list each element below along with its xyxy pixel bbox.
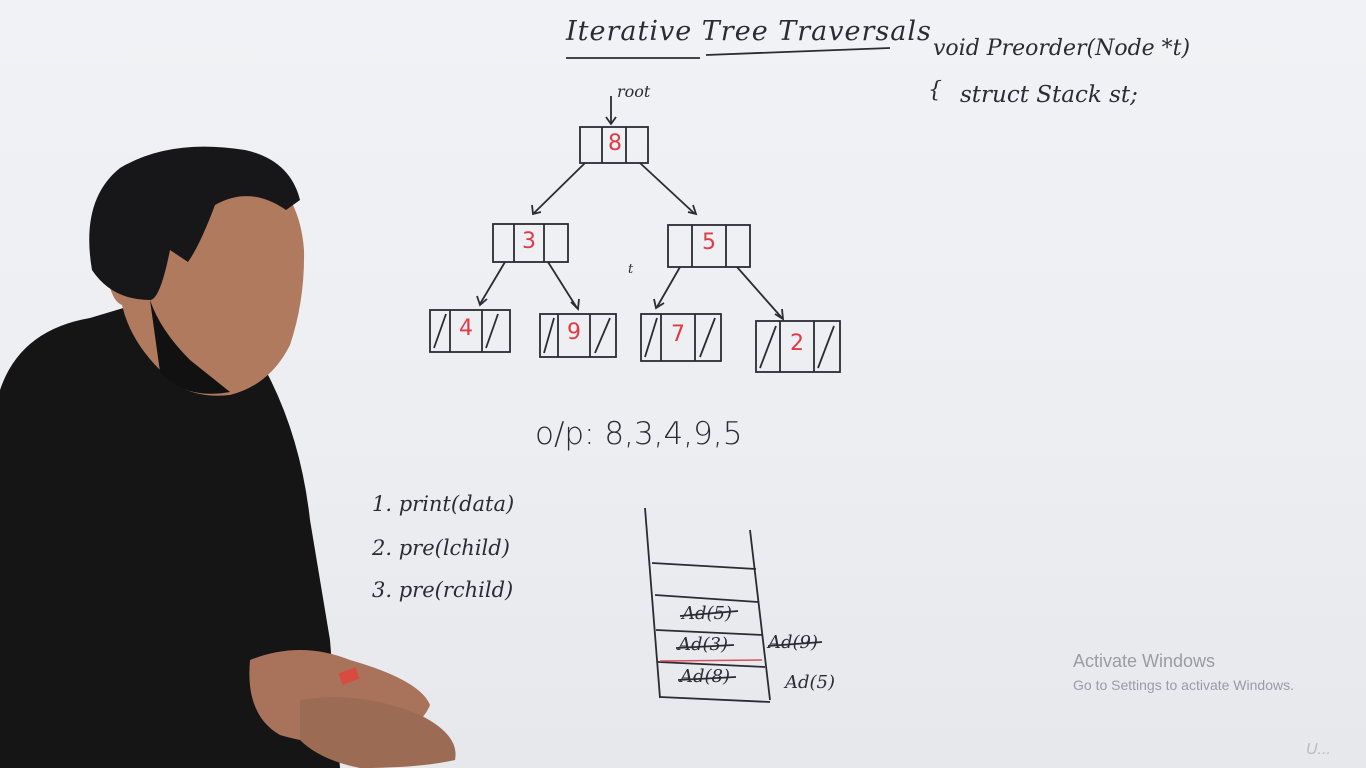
activate-windows-subtitle: Go to Settings to activate Windows. <box>1073 677 1294 693</box>
node-2 <box>755 320 841 373</box>
node-3 <box>492 223 569 263</box>
step-3: 3. pre(rchild) <box>372 578 514 602</box>
code-signature: void Preorder(Node *t) <box>933 36 1191 61</box>
root-arrow-head <box>605 116 617 126</box>
stack-bottom <box>659 696 771 703</box>
presenter <box>0 146 456 768</box>
node-9 <box>539 313 617 358</box>
stack-entry: Ad(8) <box>680 666 731 687</box>
stack-entry: Ad(5) <box>682 603 733 624</box>
stack-line <box>655 629 764 636</box>
node-value-right-right: 2 <box>790 331 804 356</box>
stack-line <box>654 594 759 603</box>
step-2: 2. pre(lchild) <box>372 536 510 560</box>
node-8 <box>579 126 649 164</box>
marker <box>338 667 360 685</box>
activate-windows-title: Activate Windows <box>1073 651 1216 671</box>
output-sequence: o/p: 8,3,4,9,5 <box>535 416 743 452</box>
node-value-left-right: 9 <box>567 320 581 345</box>
node-5 <box>667 224 751 268</box>
stack-line <box>651 562 757 570</box>
presenter-hand <box>300 697 456 768</box>
node-4 <box>429 309 511 353</box>
root-label: root <box>617 82 651 101</box>
title-underline <box>705 47 891 56</box>
node-value-left-left: 4 <box>459 316 473 341</box>
node-value-right: 5 <box>702 230 716 255</box>
board-title: Iterative Tree Traversals <box>566 16 932 47</box>
code-brace: { <box>928 78 942 103</box>
node-7 <box>640 313 722 362</box>
stack-right-wall <box>749 529 771 701</box>
stack-side-note: Ad(9) <box>768 632 819 653</box>
node-value-right-left: 7 <box>671 322 685 347</box>
stack-left-wall <box>644 507 661 699</box>
red-mark <box>659 659 763 662</box>
presenter-shirt <box>0 300 340 768</box>
node-value-left: 3 <box>522 229 536 254</box>
t-pointer-label: t <box>628 262 634 277</box>
stack-side-note: Ad(5) <box>785 672 836 693</box>
platform-logo: U... <box>1306 741 1331 758</box>
step-1: 1. print(data) <box>372 492 515 516</box>
presenter-hair <box>89 146 300 300</box>
node-value-root: 8 <box>608 131 622 156</box>
code-stack-decl: struct Stack st; <box>960 82 1138 108</box>
stack-entry: Ad(3) <box>678 634 729 655</box>
stack-line <box>657 661 766 668</box>
